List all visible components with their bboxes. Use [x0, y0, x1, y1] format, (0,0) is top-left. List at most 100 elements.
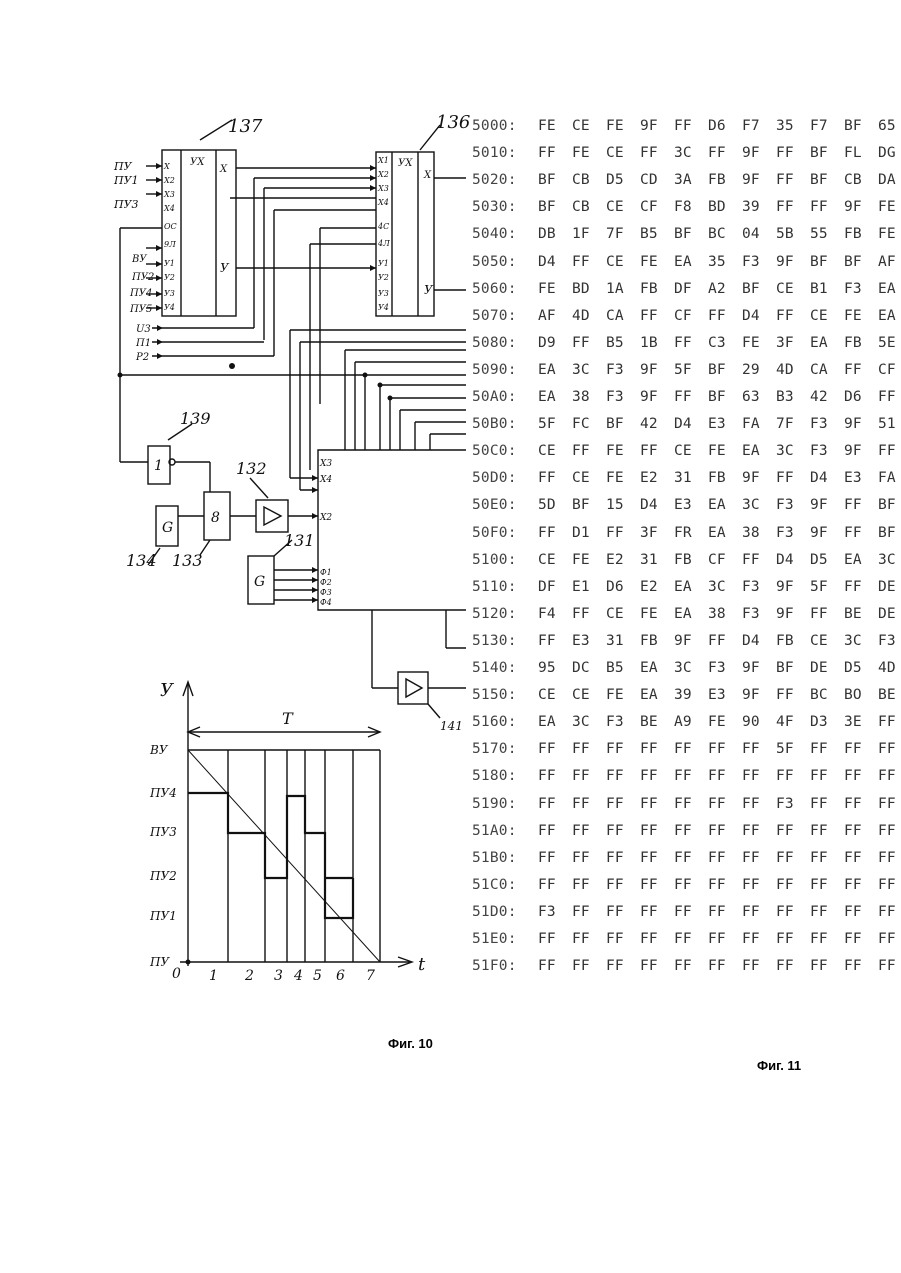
- hex-dump-byte: BE: [878, 687, 901, 703]
- hex-dump-address: 5130:: [472, 633, 538, 649]
- hex-dump-address: 50D0:: [472, 470, 538, 486]
- hex-dump-byte: BF: [810, 172, 844, 188]
- hex-dump-byte: FE: [538, 118, 572, 134]
- block-136-header: УХ: [398, 158, 413, 169]
- hex-dump-byte: BF: [572, 497, 606, 513]
- hex-dump-byte: FF: [572, 958, 606, 974]
- hex-dump-byte: EA: [640, 660, 674, 676]
- hex-dump-byte: BF: [538, 199, 572, 215]
- hex-dump-byte: D1: [572, 525, 606, 541]
- hex-dump-byte: FR: [674, 525, 708, 541]
- hex-dump-byte: FF: [606, 931, 640, 947]
- hex-dump-byte: EA: [878, 308, 901, 324]
- hex-dump-byte: FE: [640, 254, 674, 270]
- hex-dump-byte: BF: [674, 226, 708, 242]
- block-131-label: G: [254, 574, 265, 590]
- hex-dump-byte: FF: [708, 145, 742, 161]
- hex-dump-byte: FF: [776, 145, 810, 161]
- hex-dump-byte: FF: [538, 145, 572, 161]
- hex-dump-byte: 31: [674, 470, 708, 486]
- hex-dump-byte: FF: [878, 443, 901, 459]
- hex-dump-byte: BE: [640, 714, 674, 730]
- graph-x-tick: 2: [244, 968, 254, 984]
- hex-dump-byte: FF: [640, 931, 674, 947]
- hex-dump-address: 50A0:: [472, 389, 538, 405]
- hex-dump-byte: 3C: [674, 145, 708, 161]
- hex-dump-byte: FF: [878, 850, 901, 866]
- block-137-input-label: X: [163, 162, 170, 171]
- hex-dump-byte: FF: [742, 823, 776, 839]
- hex-dump-byte: FF: [572, 931, 606, 947]
- hex-dump-byte: FF: [572, 606, 606, 622]
- hex-dump-byte: B5: [606, 335, 640, 351]
- graph-y-label: У: [160, 680, 175, 701]
- hex-dump-byte: FB: [844, 335, 878, 351]
- hex-dump-byte: E3: [572, 633, 606, 649]
- hex-dump-byte: E2: [640, 470, 674, 486]
- hex-dump-row: 50F0:FFD1FF3FFREA38F39FFFBF: [472, 525, 901, 541]
- hex-dump-byte: CE: [606, 199, 640, 215]
- hex-dump-byte: FE: [640, 606, 674, 622]
- hex-dump-byte: FE: [606, 118, 640, 134]
- hex-dump-byte: F3: [742, 606, 776, 622]
- hex-dump-address: 50C0:: [472, 443, 538, 459]
- graph-x-tick: 7: [366, 968, 375, 984]
- hex-dump-byte: CE: [776, 281, 810, 297]
- hex-dump-byte: FC: [572, 416, 606, 432]
- hex-dump-byte: 42: [810, 389, 844, 405]
- hex-dump-byte: FF: [606, 823, 640, 839]
- hex-dump-byte: FF: [538, 633, 572, 649]
- hex-dump-row: 50B0:5FFCBF42D4E3FA7FF39F51: [472, 416, 901, 432]
- hex-dump-address: 51C0:: [472, 877, 538, 893]
- hex-dump-byte: 63: [742, 389, 776, 405]
- hex-dump-byte: FF: [572, 443, 606, 459]
- hex-dump-byte: FF: [878, 931, 901, 947]
- hex-dump-byte: BE: [844, 606, 878, 622]
- hex-dump-row: 51D0:F3FFFFFFFFFFFFFFFFFFFF: [472, 904, 901, 920]
- hex-dump-byte: 9F: [640, 362, 674, 378]
- hex-dump-byte: C3: [708, 335, 742, 351]
- hex-dump-address: 5090:: [472, 362, 538, 378]
- hex-dump-row: 50E0:5DBF15D4E3EA3CF39FFFBF: [472, 497, 901, 513]
- hex-dump-byte: FF: [810, 823, 844, 839]
- hex-dump-byte: FB: [708, 470, 742, 486]
- hex-dump-byte: FF: [742, 741, 776, 757]
- hex-dump-byte: FF: [776, 768, 810, 784]
- hex-dump-byte: FF: [538, 850, 572, 866]
- hex-dump-byte: FF: [572, 796, 606, 812]
- hex-dump-byte: CA: [606, 308, 640, 324]
- hex-dump-byte: FE: [708, 443, 742, 459]
- graph-x-tick: 5: [313, 968, 322, 984]
- hex-dump-byte: CE: [538, 443, 572, 459]
- hex-dump-byte: FF: [640, 958, 674, 974]
- hex-dump-byte: FB: [640, 633, 674, 649]
- hex-dump-byte: FF: [674, 389, 708, 405]
- hex-dump-byte: 51: [878, 416, 901, 432]
- hex-dump-byte: EA: [708, 525, 742, 541]
- hex-dump-byte: FF: [708, 633, 742, 649]
- hex-dump-row: 50C0:CEFFFEFFCEFEEA3CF39FFF: [472, 443, 901, 459]
- hex-dump-address: 50E0:: [472, 497, 538, 513]
- hex-dump-address: 5060:: [472, 281, 538, 297]
- hex-dump-byte: EA: [674, 579, 708, 595]
- graph-x-tick: 4: [293, 968, 303, 984]
- hex-dump-byte: DE: [810, 660, 844, 676]
- hex-dump-byte: FF: [640, 308, 674, 324]
- block-137-input-label: X3: [163, 190, 175, 199]
- block-136-input-label: X2: [377, 170, 389, 179]
- hex-dump-byte: EA: [538, 714, 572, 730]
- hex-dump-row: 50D0:FFCEFEE231FB9FFFD4E3FA: [472, 470, 901, 486]
- hex-dump-row: 5130:FFE331FB9FFFD4FBCE3CF3: [472, 633, 901, 649]
- hex-dump-byte: FF: [708, 741, 742, 757]
- hex-dump-byte: EA: [844, 552, 878, 568]
- hex-dump-byte: CF: [640, 199, 674, 215]
- hex-dump-byte: 9F: [776, 579, 810, 595]
- hex-dump-byte: 35: [708, 254, 742, 270]
- hex-dump-byte: FF: [844, 741, 878, 757]
- hex-dump-byte: FF: [810, 768, 844, 784]
- hex-dump-byte: 3F: [776, 335, 810, 351]
- hex-dump-byte: FF: [844, 958, 878, 974]
- hex-dump-byte: 35: [776, 118, 810, 134]
- hex-dump-byte: B5: [640, 226, 674, 242]
- hex-dump-byte: FF: [742, 796, 776, 812]
